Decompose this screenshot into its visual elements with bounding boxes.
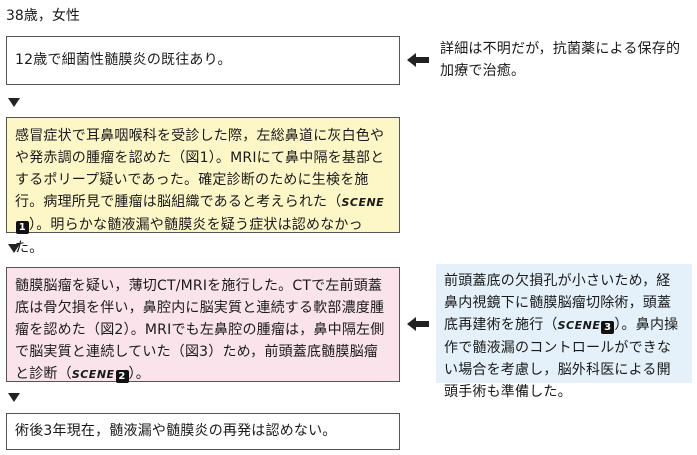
history-box: 12歳で細菌性髄膜炎の既往あり。 xyxy=(6,36,400,85)
history-note: 詳細は不明だが，抗菌薬による保存的加療で治癒。 xyxy=(440,41,681,79)
surgery-note: 前頭蓋底の欠損孔が小さいため，経鼻内視鏡下に髄膜脳瘤切除術，頭蓋底再建術を施行（… xyxy=(436,264,692,400)
scene-2-badge: 2 xyxy=(115,370,129,383)
left-arrow-icon xyxy=(407,53,429,67)
initial-findings-box: 感冒症状で耳鼻咽喉科を受診した際，左総鼻道に灰白色やや発赤調の腫瘤を認めた（図1… xyxy=(6,117,400,256)
outcome-text: 術後3年現在，髄液漏や髄膜炎の再発は認めない。 xyxy=(15,423,337,439)
down-arrow-icon xyxy=(8,244,20,253)
scene-1-badge: 1 xyxy=(16,221,29,234)
diagnosis-box: 髄膜脳瘤を疑い，薄切CT/MRIを施行した。CTで左前頭蓋底は骨欠損を伴い，鼻腔… xyxy=(6,267,400,383)
outcome-box: 術後3年現在，髄液漏や髄膜炎の再発は認めない。 xyxy=(6,413,400,450)
scene-3-badge: 3 xyxy=(601,321,615,334)
down-arrow-icon xyxy=(8,393,20,402)
down-arrow-icon xyxy=(8,98,20,107)
left-arrow-icon xyxy=(407,317,429,331)
diagnosis-text: 髄膜脳瘤を疑い，薄切CT/MRIを施行した。CTで左前頭蓋底は骨欠損を伴い，鼻腔… xyxy=(15,278,385,383)
case-title: 38歳，女性 xyxy=(6,8,80,24)
surgery-note-text: 前頭蓋底の欠損孔が小さいため，経鼻内視鏡下に髄膜脳瘤切除術，頭蓋底再建術を施行（… xyxy=(444,273,679,400)
scene-1-label: SCENE1 xyxy=(15,196,384,234)
initial-findings-text: 感冒症状で耳鼻咽喉科を受診した際，左総鼻道に灰白色やや発赤調の腫瘤を認めた（図1… xyxy=(15,128,385,256)
history-text: 12歳で細菌性髄膜炎の既往あり。 xyxy=(15,52,232,68)
